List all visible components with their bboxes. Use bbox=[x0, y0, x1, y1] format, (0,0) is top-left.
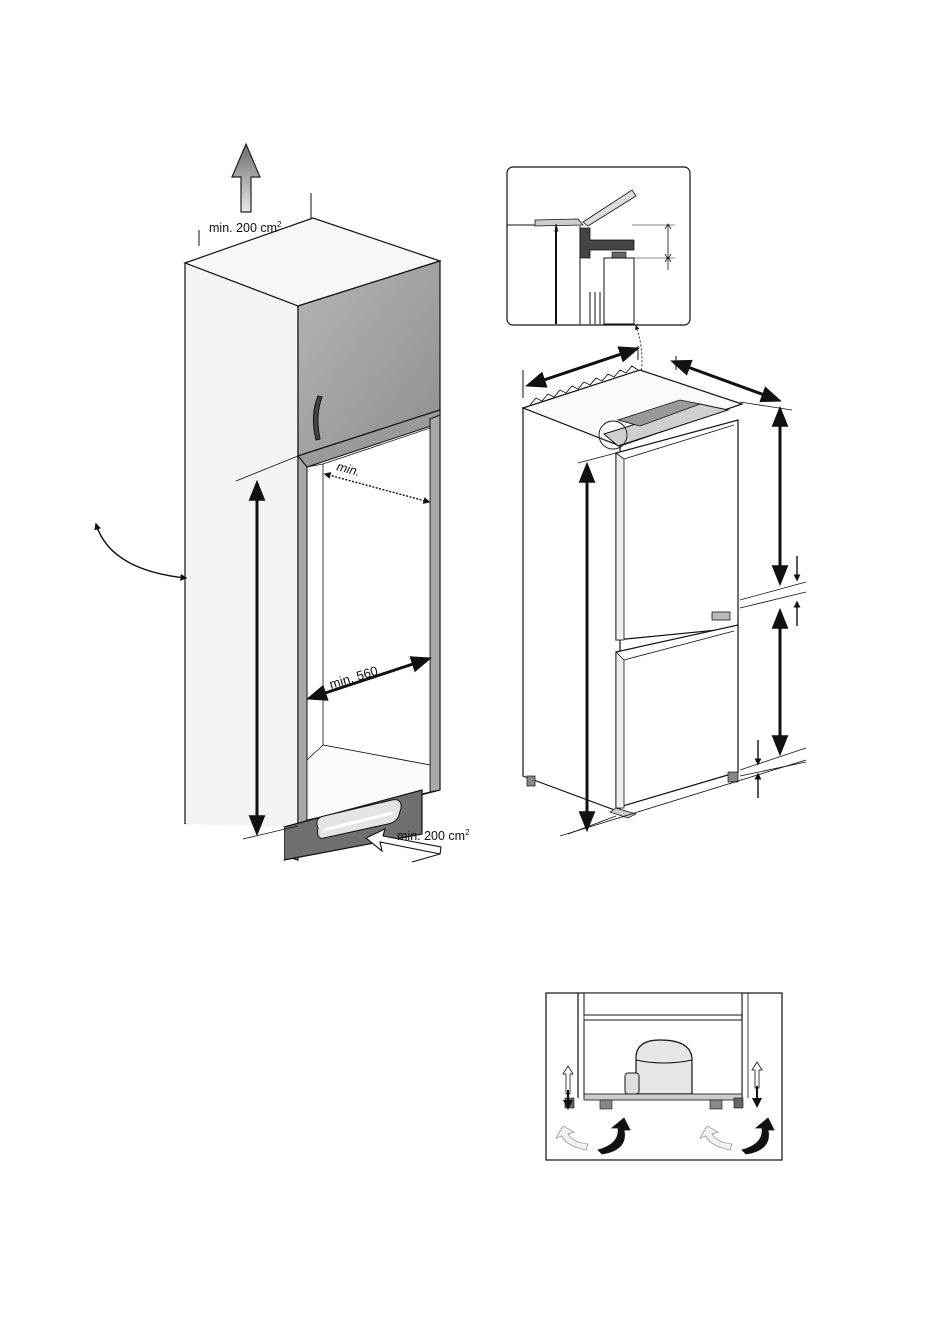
hinge-detail-inset bbox=[507, 167, 690, 325]
door-swing-arrow bbox=[96, 524, 186, 578]
compressor bbox=[636, 1040, 692, 1094]
vent-up-arrow bbox=[232, 144, 260, 212]
ventilation-detail bbox=[546, 993, 782, 1160]
vent-top-label: min. 200 cm2 bbox=[209, 220, 282, 235]
vent-bottom-label: min. 200 cm2 bbox=[397, 828, 470, 843]
cabinet-drawing bbox=[96, 144, 441, 862]
fridge-drawing bbox=[507, 167, 806, 836]
